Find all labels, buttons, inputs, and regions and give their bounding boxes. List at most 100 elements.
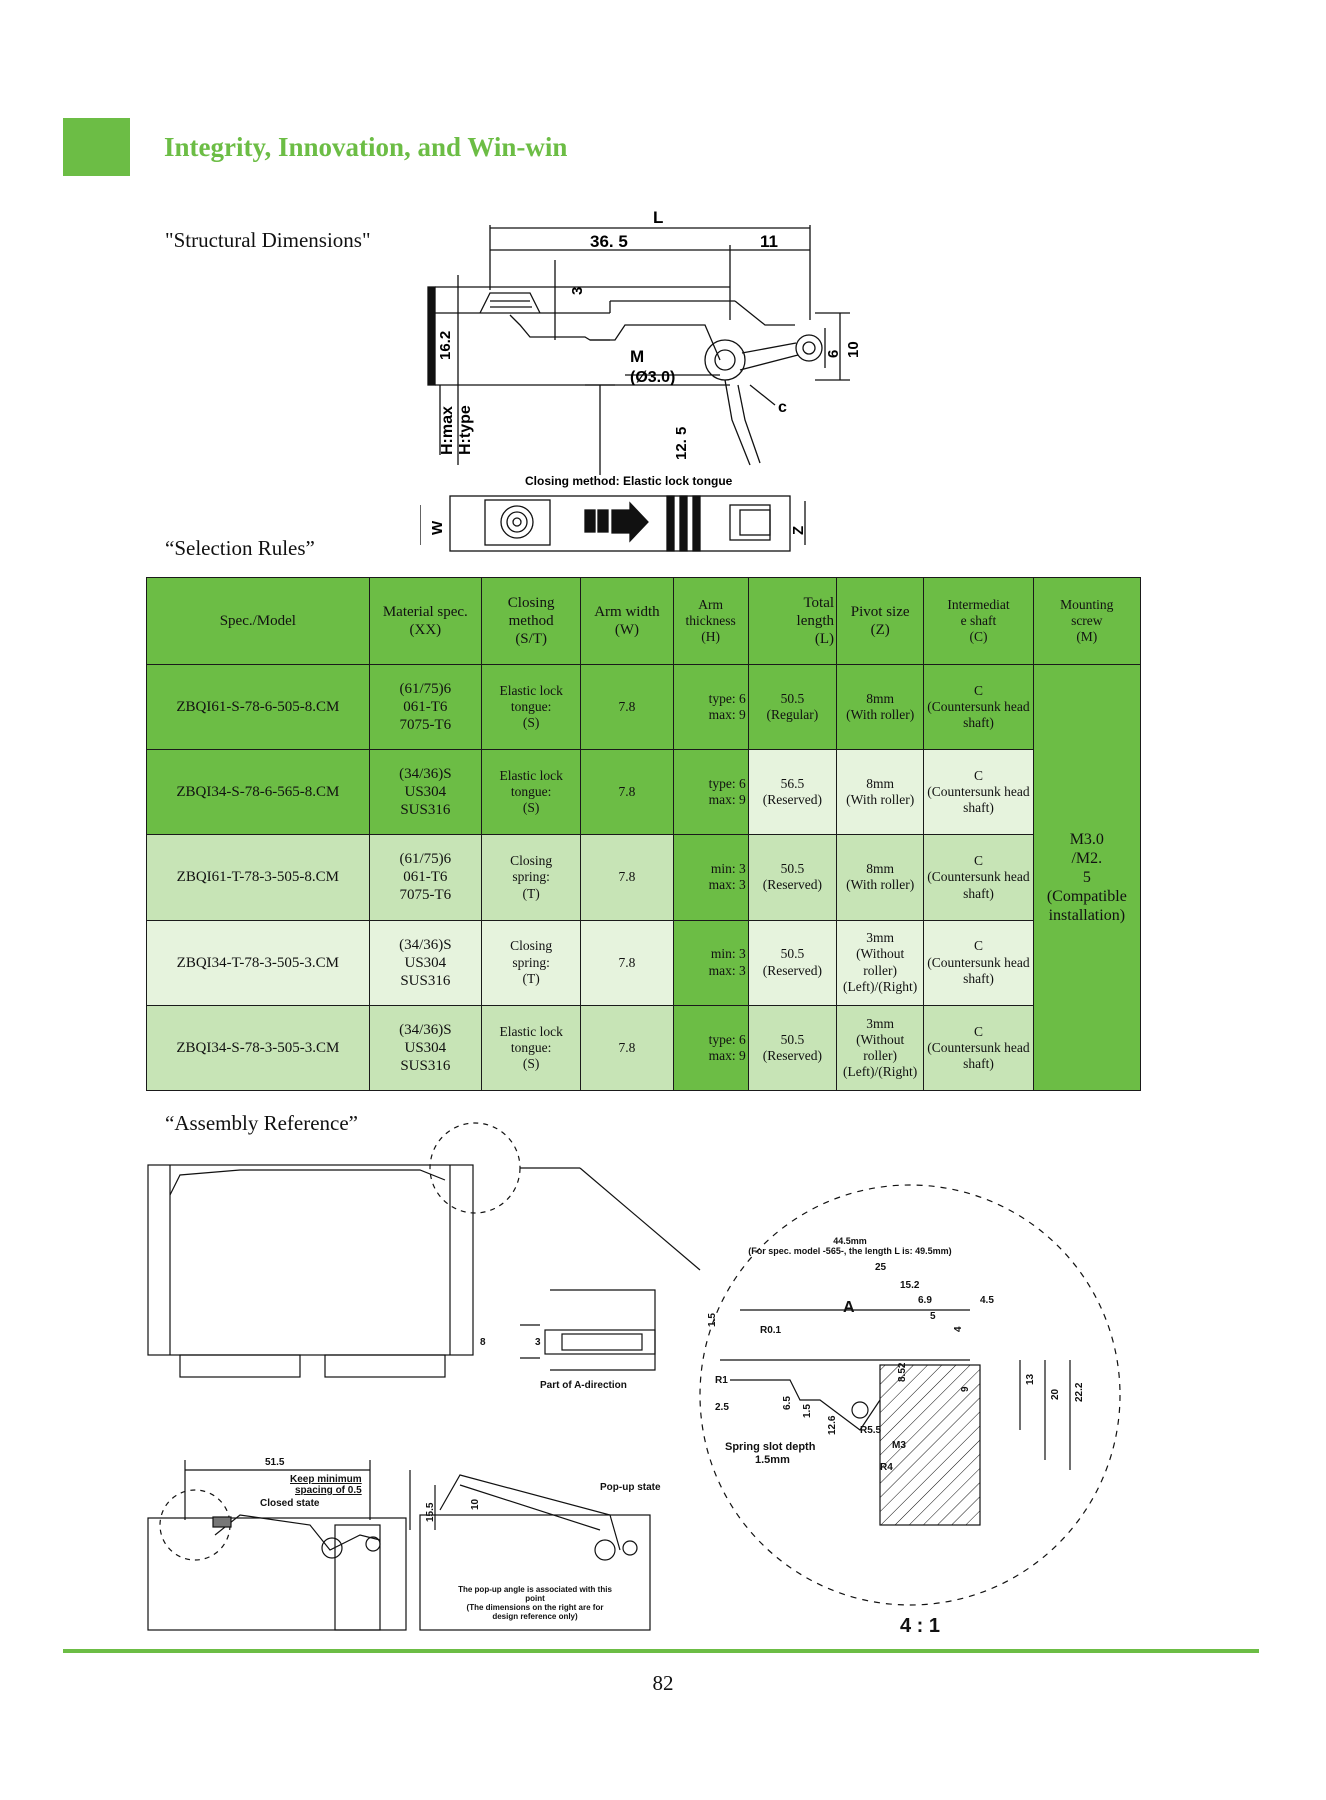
cell-length: 56.5(Reserved) [747,749,838,836]
dim-h-type: H:type [457,405,474,455]
cell-length: 50.5(Reserved) [747,1004,838,1092]
part-a-caption: Part of A-direction [540,1380,627,1391]
dim-11: 11 [760,232,778,251]
d-25: 25 [875,1262,887,1273]
d-1-5: 1.5 [707,1313,718,1327]
dim-12-5: 12. 5 [673,427,690,460]
keep-min-2: spacing of 0.5 [295,1485,362,1496]
cell-arm-width: 7.8 [580,1004,674,1092]
d-R4: R4 [880,1462,893,1473]
header-arm-width: Arm width(W) [580,577,674,665]
header-pivot-size: Pivot size(Z) [836,577,925,665]
d-22-2: 22.2 [1074,1382,1085,1402]
d-2-5: 2.5 [715,1402,729,1413]
dim-51-5: 51.5 [265,1457,285,1468]
d-5: 5 [930,1311,936,1322]
d-4-5: 4.5 [980,1295,994,1306]
scale-label: 4 : 1 [900,1615,940,1637]
d-13: 13 [1025,1373,1036,1385]
dim-6: 6 [825,350,842,358]
cell-model: ZBQI34-S-78-6-565-8.CM [146,749,370,836]
selection-rules-label: “Selection Rules” [165,536,315,560]
dim-10: 10 [845,341,862,358]
cell-pivot: 8mm(With roller) [836,663,925,751]
d-20: 20 [1050,1388,1061,1400]
d-M3: M3 [892,1440,906,1451]
header-material: Material spec.(XX) [368,577,483,665]
popup-note-1: The pop-up angle is associated with this [458,1585,612,1594]
d-R5-5: R5.5 [860,1425,882,1436]
d-9: 9 [960,1386,971,1392]
page-number: 82 [652,1671,674,1695]
d-12-6: 12.6 [827,1415,838,1435]
cell-model: ZBQI34-T-78-3-505-3.CM [146,919,370,1006]
dim-16-2: 16.2 [437,331,454,360]
cell-length: 50.5(Regular) [747,663,838,751]
d-8-52: 8.52 [897,1362,908,1382]
structural-dimensions-label: "Structural Dimensions" [165,228,371,252]
d-6-5: 6.5 [782,1396,793,1410]
dim-L: L [653,208,663,227]
d-4: 4 [953,1326,964,1332]
dim-h-max: H:max [439,406,456,455]
cell-model: ZBQI34-S-78-3-505-3.CM [146,1004,370,1092]
d-R1: R1 [715,1375,728,1386]
cell-arm-width: 7.8 [580,834,674,921]
cell-arm-width: 7.8 [580,663,674,751]
cell-arm-width: 7.8 [580,749,674,836]
footer-divider [63,1649,1259,1653]
cell-model: ZBQI61-T-78-3-505-8.CM [146,834,370,921]
a-dim-3: 3 [535,1337,541,1348]
closing-method-caption: Closing method: Elastic lock tongue [525,474,733,488]
dim-Z: Z [790,526,807,535]
d-15-2: 15.2 [900,1280,920,1291]
assembly-reference-drawing: 8 3 Part of A-direction 51.5 Keep minimu… [147,1122,1121,1637]
assembly-reference-label: “Assembly Reference” [165,1111,358,1135]
header-accent-square [63,118,130,176]
popup-note-2: point [525,1594,545,1603]
structural-dimensions-drawing: L 36. 5 11 3 16.2 6 10 M (Ø3.0) c 12. 5 … [420,208,862,552]
cell-pivot: 8mm(With roller) [836,749,925,836]
cell-model: ZBQI61-S-78-6-505-8.CM [146,663,370,751]
spring-slot-2: 1.5mm [755,1454,790,1466]
d-R0-1: R0.1 [760,1325,782,1336]
dim-3: 3 [569,287,586,295]
dim-phi: (Ø3.0) [630,369,675,386]
detail-note: (For spec. model -565-, the length L is:… [748,1246,951,1256]
dim-10: 10 [470,1498,481,1510]
dim-W: W [429,520,446,535]
d-1-5b: 1.5 [802,1404,813,1418]
cell-arm-width: 7.8 [580,919,674,1006]
dim-c: c [778,399,787,416]
d-A: A [843,1299,855,1316]
